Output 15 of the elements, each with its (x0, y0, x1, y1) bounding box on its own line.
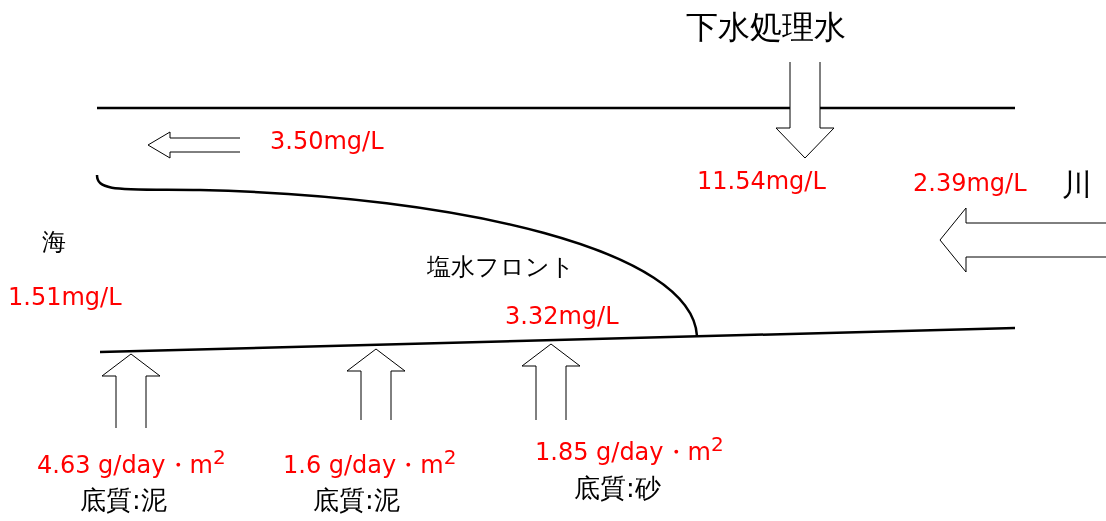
flux-value: 4.63 g/day・m$^{2}$ (37, 446, 226, 479)
flux-value: 1.85 g/day・m$^{2}$ (535, 433, 724, 466)
flux-value: 1.6 g/day・m$^{2}$ (283, 446, 457, 479)
concentration-value: 1.51mg/L (8, 284, 122, 311)
inflow-label: 川 (1062, 168, 1092, 201)
inflow-label: 下水処理水 (686, 10, 846, 46)
concentration-value: 11.54mg/L (697, 168, 826, 195)
sediment-label: 底質:泥 (80, 486, 167, 515)
salt-front-label: 塩水フロント (427, 254, 575, 281)
sediment-label: 底質:砂 (574, 474, 661, 503)
sediment-label: 底質:泥 (313, 486, 400, 515)
area-label: 海 (42, 229, 66, 256)
concentration-value: 3.32mg/L (505, 303, 619, 330)
concentration-value: 2.39mg/L (913, 170, 1027, 197)
concentration-value: 3.50mg/L (270, 128, 384, 155)
